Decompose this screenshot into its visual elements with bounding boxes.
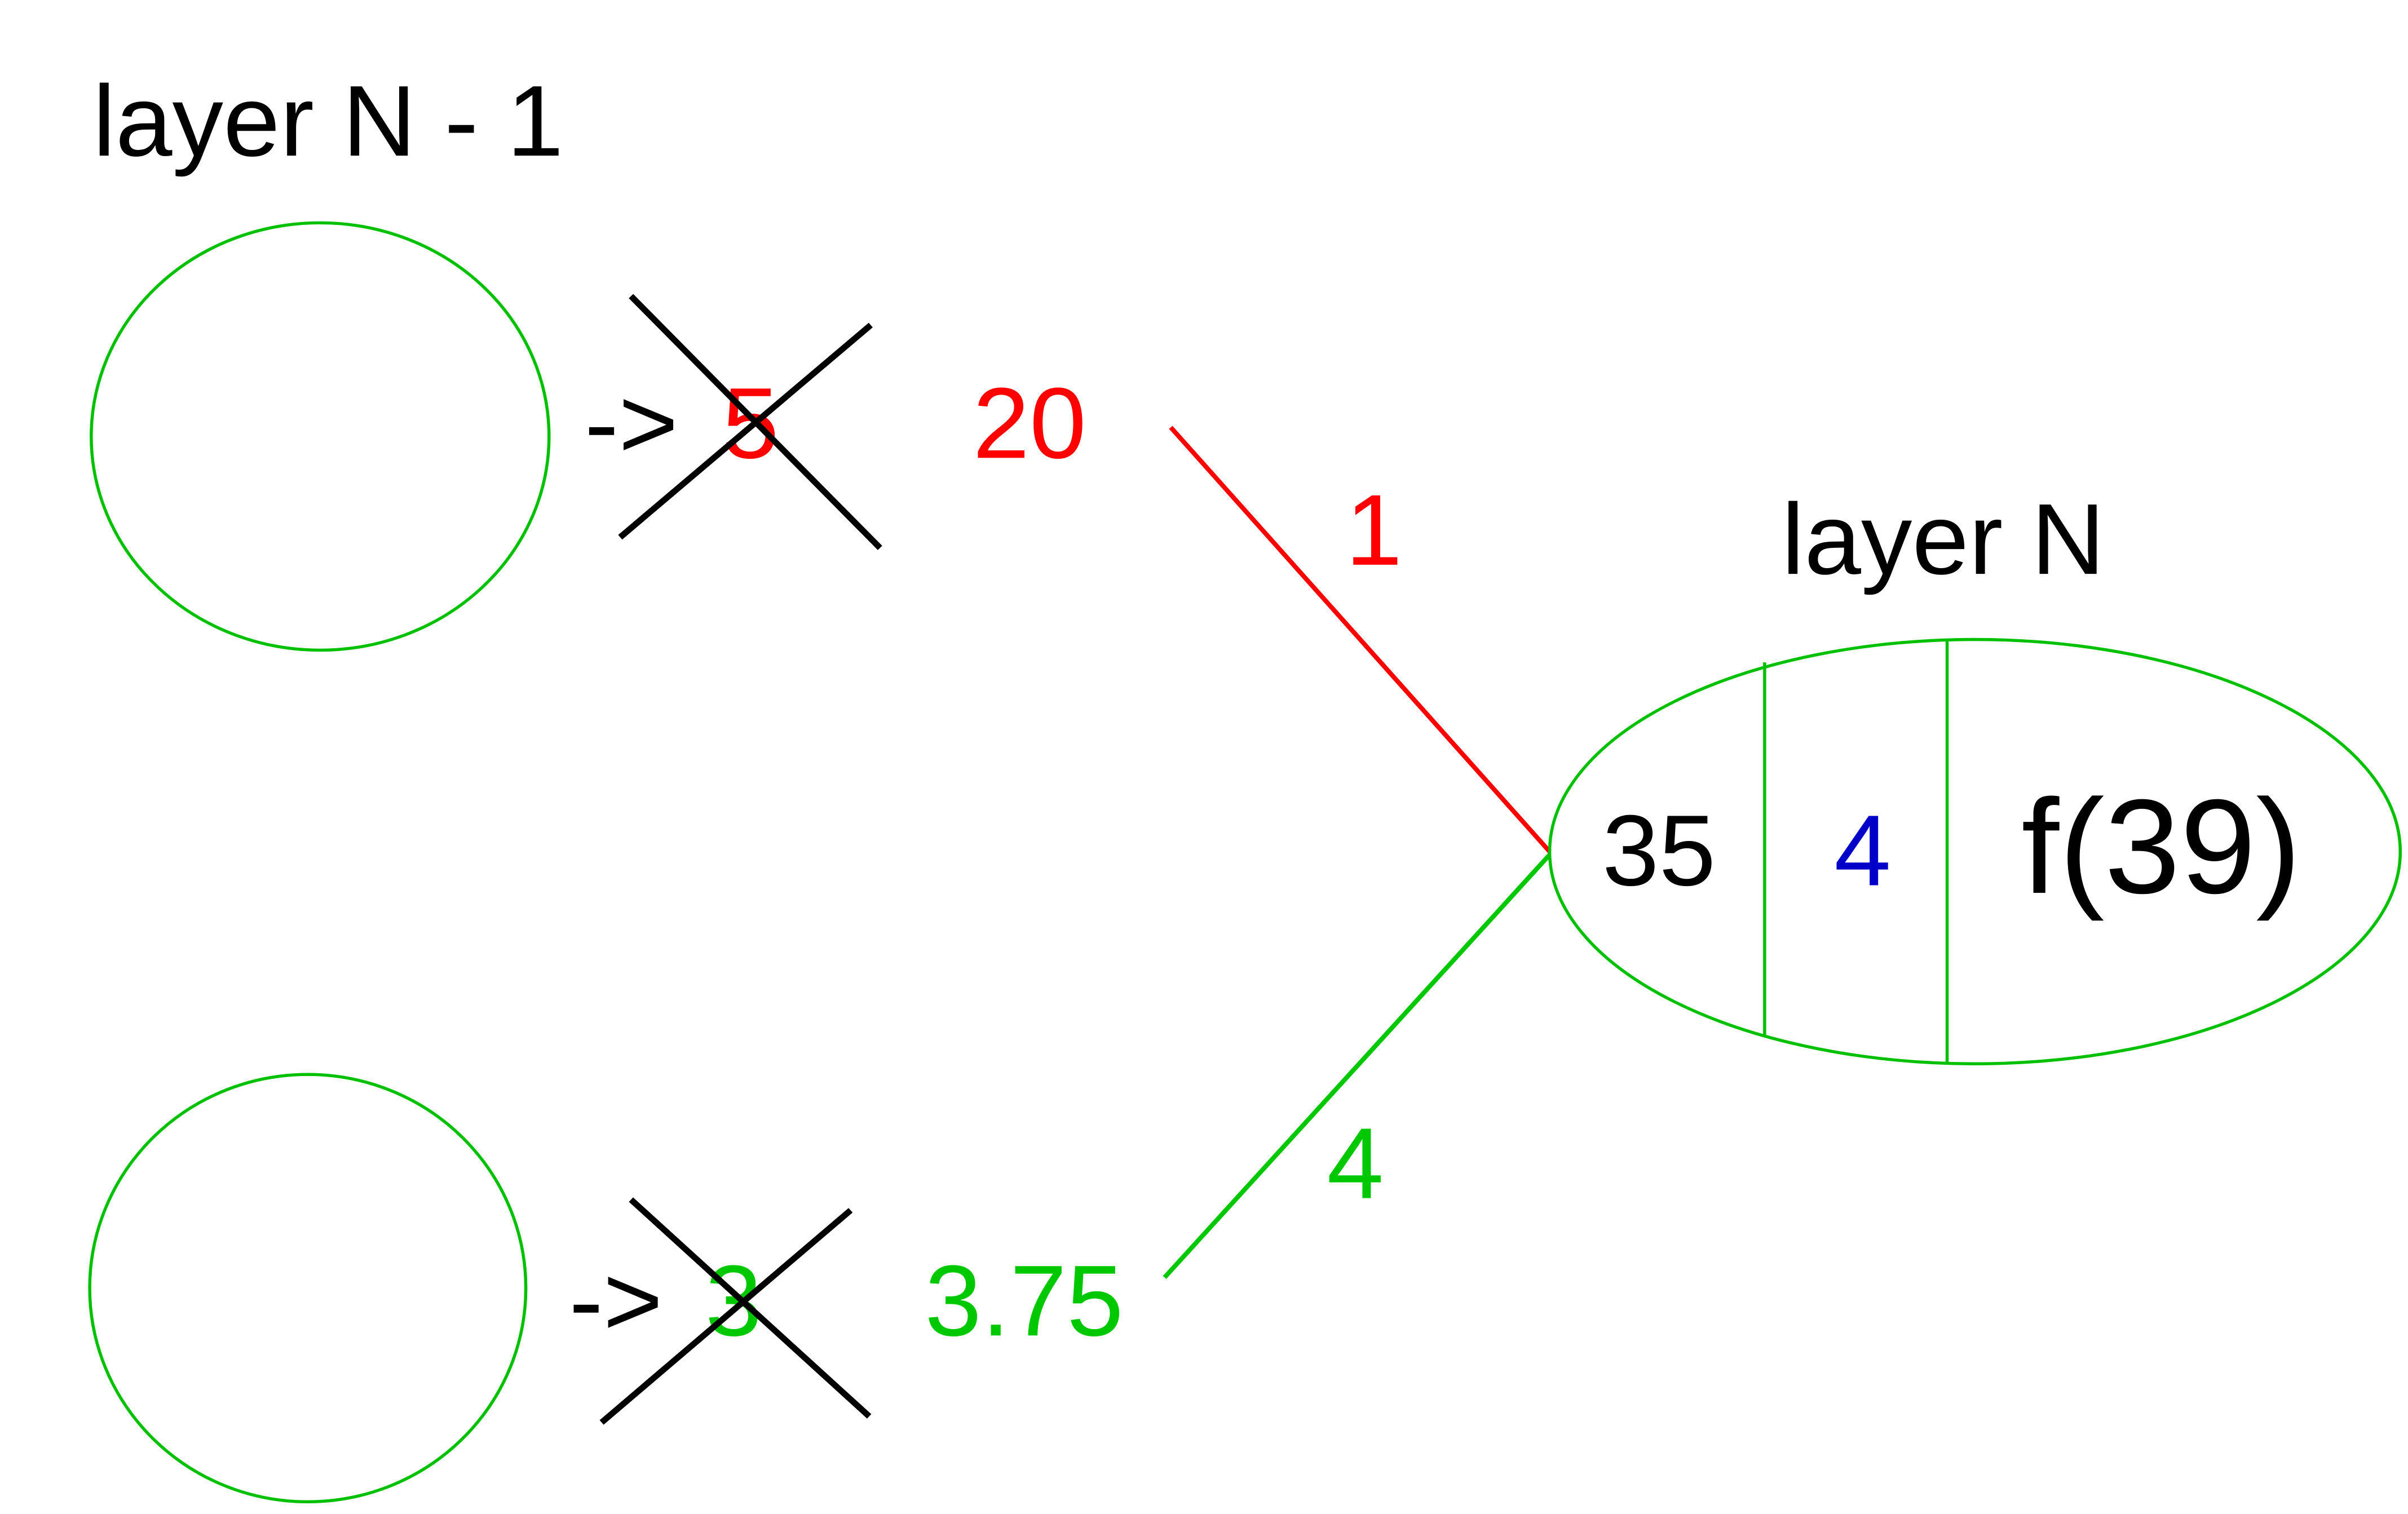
- layer-label: layer N: [1782, 483, 2105, 596]
- top-new-value: 20: [973, 367, 1086, 480]
- output-neuron: [1548, 638, 2402, 1065]
- top-arrow: ->: [585, 367, 678, 480]
- bottom-old-value: 3: [705, 1245, 762, 1357]
- bottom-weight: 4: [1327, 1108, 1384, 1220]
- output-sum: 35: [1602, 795, 1716, 907]
- output-activation: f(39): [2021, 771, 2301, 921]
- prev-layer-label: layer N - 1: [93, 65, 564, 178]
- output-bias: 4: [1834, 795, 1891, 907]
- bottom-input-neuron: [88, 1073, 528, 1504]
- top-cross-out: [618, 294, 882, 550]
- top-weight: 1: [1345, 474, 1402, 587]
- top-connection: [1169, 426, 1552, 853]
- bottom-cross-out: [599, 1197, 872, 1425]
- bottom-connection: [1163, 853, 1552, 1280]
- top-input-neuron: [90, 221, 551, 652]
- bottom-new-value: 3.75: [925, 1245, 1123, 1357]
- bottom-arrow: ->: [569, 1245, 662, 1357]
